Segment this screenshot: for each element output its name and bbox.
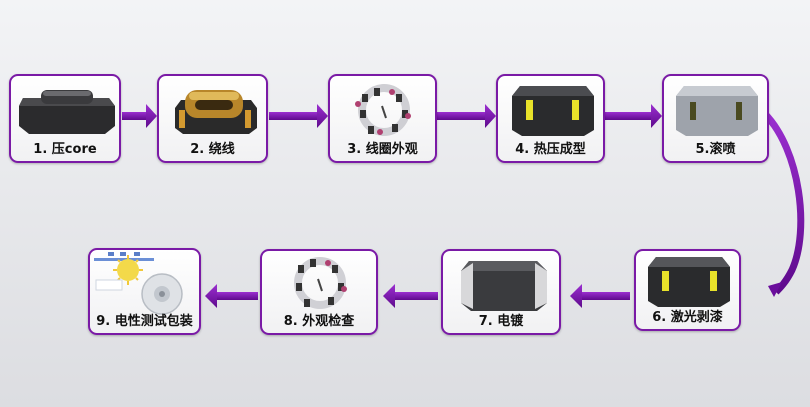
step-label-2: 2. 绕线: [190, 142, 235, 157]
step-card-5: 5.滚喷: [662, 74, 769, 163]
core-image: [19, 90, 115, 134]
step-label-8: 8. 外观检查: [283, 314, 355, 329]
step-card-1: 1. 压core: [9, 74, 121, 163]
arrow-7-8: [383, 284, 438, 308]
step-card-4: 4. 热压成型: [496, 74, 605, 163]
step-label-6: 6. 激光剥漆: [652, 310, 723, 325]
step-label-5: 5.滚喷: [695, 142, 736, 157]
arrow-2-3: [269, 104, 328, 128]
arrow-6-7: [570, 284, 630, 308]
laser-strip-image: [648, 257, 730, 307]
step-card-8: 8. 外观检查: [260, 249, 378, 335]
arrow-8-9: [205, 284, 258, 308]
step-label-7: 7. 电镀: [478, 314, 524, 329]
arrow-1-2: [122, 104, 157, 128]
step-card-7: 7. 电镀: [441, 249, 561, 335]
step-label-3: 3. 线圈外观: [347, 142, 418, 157]
step-label-4: 4. 热压成型: [515, 142, 586, 157]
arrow-5-6: [762, 111, 805, 297]
winding-image: [175, 90, 257, 134]
step-card-3: 3. 线圈外观: [328, 74, 437, 163]
hot-press-image: [512, 86, 594, 136]
arrow-4-5: [605, 104, 662, 128]
step-card-6: 6. 激光剥漆: [634, 249, 741, 331]
step-label-1: 1. 压core: [33, 142, 97, 157]
step-card-2: 2. 绕线: [157, 74, 268, 163]
step-label-9: 9. 电性测试包装: [96, 314, 193, 329]
electrical-test-packaging-image: [94, 252, 183, 315]
coil-ring-image: [355, 84, 411, 136]
roll-spray-image: [676, 86, 758, 136]
visual-inspection-image: [294, 257, 347, 309]
step-card-9: 9. 电性测试包装: [88, 248, 201, 335]
arrow-3-4: [437, 104, 496, 128]
electroplating-image: [461, 261, 547, 311]
